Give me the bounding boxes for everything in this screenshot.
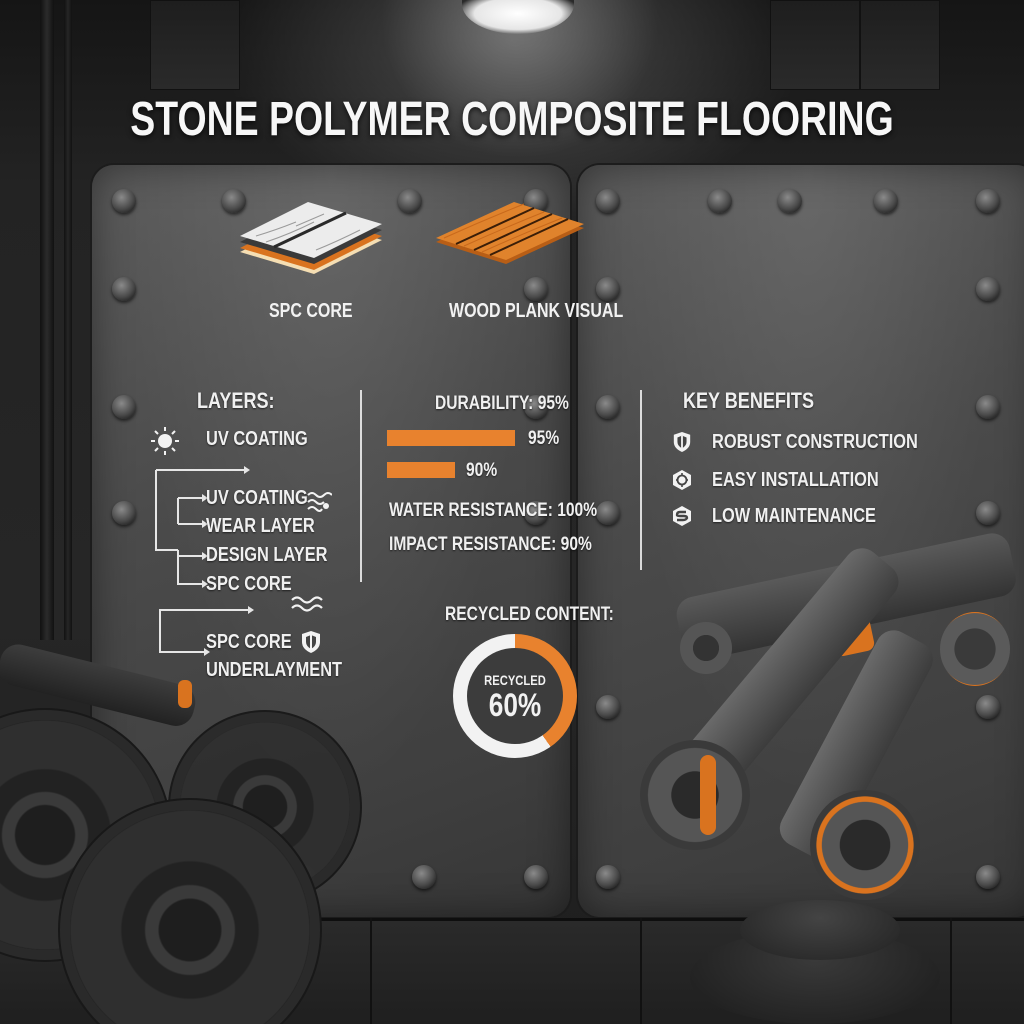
column-divider — [360, 390, 362, 582]
durability-bar-95 — [387, 430, 515, 446]
ceiling-beam — [860, 0, 940, 90]
layer-spc-core: SPC CORE — [206, 573, 292, 595]
water-wave-icon — [307, 492, 332, 512]
layer-tree-connectors — [155, 466, 254, 643]
recycled-inner-label: RECYCLED — [484, 672, 546, 688]
wood-plank-icon — [436, 202, 584, 264]
recycled-heading: RECYCLED CONTENT: — [445, 604, 614, 625]
shield-icon — [673, 432, 691, 452]
shield-icon — [302, 631, 320, 653]
benefits-heading: KEY BENEFITS — [683, 388, 814, 413]
ceiling-beam — [150, 0, 240, 90]
recycled-value: 60% — [488, 687, 542, 723]
recycled-donut-center: RECYCLED 60% — [453, 634, 577, 758]
product-label-spc-core: SPC CORE — [269, 300, 353, 322]
hex-s-icon — [673, 506, 691, 526]
wave-icon — [291, 596, 323, 612]
product-label-wood-plank: WOOD PLANK VISUAL — [449, 300, 624, 322]
layers-heading: LAYERS: — [197, 388, 275, 413]
layer-uv-coating: UV COATING — [206, 487, 308, 509]
wall-pipe — [40, 0, 54, 640]
hex-gear-icon — [673, 470, 691, 490]
wall-pipe — [64, 0, 72, 640]
layer-underlayment: UNDERLAYMENT — [206, 659, 343, 681]
bar-value-90: 90% — [466, 460, 498, 481]
benefit-robust-construction: ROBUST CONSTRUCTION — [712, 431, 918, 453]
layer-wear-layer: WEAR LAYER — [206, 515, 315, 537]
layer-uv-coating-top: UV COATING — [206, 428, 308, 450]
page-title: STONE POLYMER COMPOSITE FLOORING — [130, 93, 894, 146]
durability-label: DURABILITY: 95% — [435, 393, 569, 414]
sun-icon — [151, 427, 179, 455]
benefit-low-maintenance: LOW MAINTENANCE — [712, 505, 876, 527]
ceiling-beam — [770, 0, 860, 90]
column-divider — [640, 390, 642, 570]
durability-bar-90 — [387, 462, 455, 478]
layered-plank-icon — [240, 202, 382, 274]
bar-value-95: 95% — [528, 428, 560, 449]
water-resistance-label: WATER RESISTANCE: 100% — [389, 500, 598, 521]
layer-tree-connector-lower — [159, 612, 210, 656]
layer-design-layer: DESIGN LAYER — [206, 544, 328, 566]
impact-resistance-label: IMPACT RESISTANCE: 90% — [389, 534, 592, 555]
recycled-donut-chart — [453, 634, 577, 758]
layer-spc-core-2: SPC CORE — [206, 631, 292, 653]
benefit-easy-installation: EASY INSTALLATION — [712, 469, 879, 491]
